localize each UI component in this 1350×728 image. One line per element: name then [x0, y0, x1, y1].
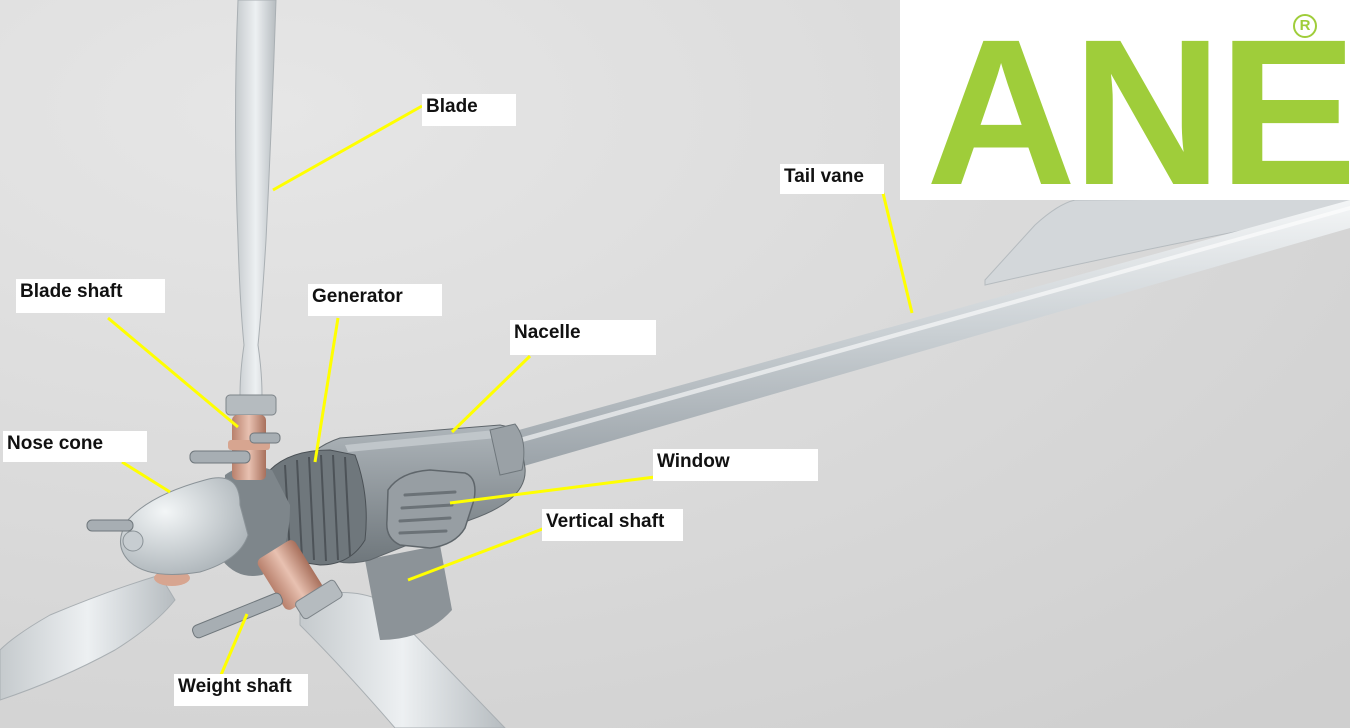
nose-weight-rod — [86, 519, 134, 532]
tail-boom-highlight — [505, 206, 1350, 447]
blade-shaft-leader — [107, 316, 239, 429]
upper-right-rod — [249, 432, 281, 444]
label-weight-shaft: Weight shaft — [174, 674, 308, 706]
tail-vane-leader — [881, 192, 914, 314]
lower-blade-shaft — [257, 540, 323, 610]
label-blade-shaft: Blade shaft — [16, 279, 165, 313]
window — [386, 469, 476, 549]
brand-logo: ANE R — [900, 0, 1350, 217]
nacelle-top-ridge — [345, 430, 497, 452]
registered-mark-icon: R — [1293, 14, 1317, 38]
lower-left-blade — [0, 574, 176, 701]
label-nose-cone: Nose cone — [3, 431, 147, 462]
blade-leader — [272, 104, 423, 192]
lower-weight-rod — [192, 592, 283, 639]
label-nacelle: Nacelle — [510, 320, 656, 355]
label-vertical-shaft: Vertical shaft — [542, 509, 683, 541]
window-leader — [449, 475, 656, 505]
nacelle-leader — [450, 354, 532, 434]
nose-cone-leader — [121, 460, 171, 494]
logo-text: ANE — [926, 0, 1350, 229]
lower-blade-flange — [295, 579, 343, 620]
lower-right-blade — [299, 592, 506, 728]
vertical-shaft-body — [365, 545, 452, 640]
leader-lines — [107, 104, 914, 676]
label-blade: Blade — [422, 94, 516, 126]
generator-leader — [313, 317, 340, 463]
label-tail-vane: Tail vane — [780, 164, 884, 194]
upper-blade-flange — [225, 394, 277, 416]
nose-cone-shape — [120, 477, 249, 575]
label-window: Window — [653, 449, 818, 481]
label-generator: Generator — [308, 284, 442, 316]
vertical-shaft-leader — [407, 526, 546, 582]
nose-cap — [122, 530, 144, 552]
upper-weight-rod — [189, 450, 251, 464]
boom-collar — [489, 423, 525, 476]
weight-shaft-leader — [219, 613, 249, 676]
